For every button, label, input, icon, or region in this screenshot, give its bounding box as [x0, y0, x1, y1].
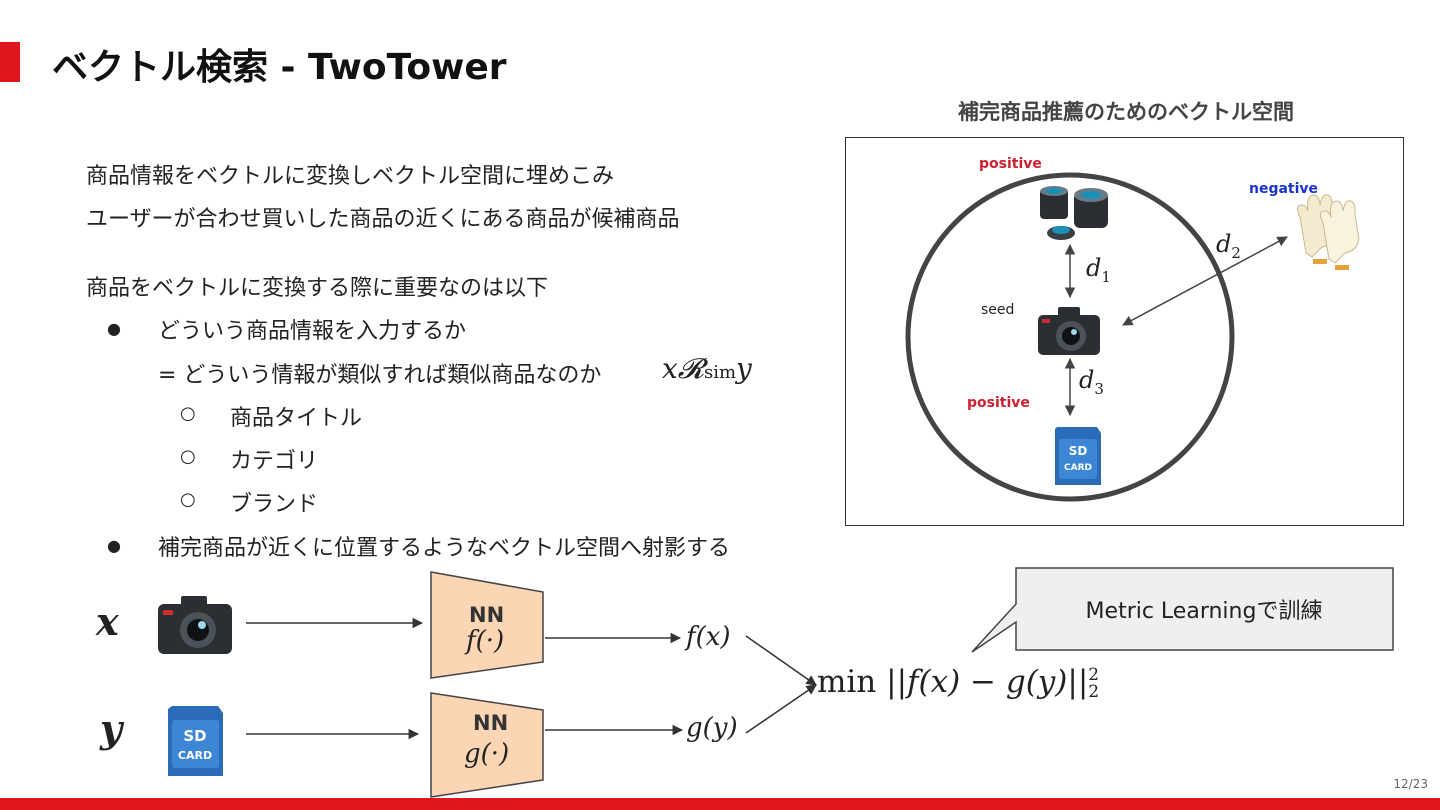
bullet-marker: ●: [107, 536, 121, 555]
sub-bullet-marker: ○: [180, 403, 196, 424]
sd-card-icon: SD CARD: [1055, 427, 1101, 485]
distance-d1: d1: [1086, 254, 1111, 286]
bullet-marker: ●: [107, 319, 121, 338]
footer-accent-bar: [0, 798, 1440, 810]
page-number: 12/23: [1393, 777, 1428, 791]
sub-bullet-marker: ○: [180, 446, 196, 467]
formula-sim: sim: [704, 362, 736, 383]
d3-symbol: d: [1079, 366, 1094, 394]
bullet-1-text: どういう商品情報を入力するか: [158, 313, 466, 345]
slide-title: ベクトル検索 - TwoTower: [52, 38, 507, 90]
x-symbol: x: [96, 599, 119, 644]
formula-x: x: [662, 352, 678, 385]
distance-d2: d2: [1216, 230, 1241, 262]
panel-title: 補完商品推薦のためのベクトル空間: [846, 96, 1406, 126]
camera-lenses-icon: [1040, 186, 1108, 240]
embedding-fx: f(x): [686, 622, 731, 652]
formula-r: 𝓡: [678, 352, 704, 385]
camera-icon: [158, 596, 232, 654]
y-symbol: y: [100, 706, 122, 751]
objective-sub: 2: [1088, 684, 1099, 701]
positive-label-top: positive: [979, 156, 1042, 172]
objective-sup: 2: [1088, 667, 1099, 684]
converge-arrow-g: [746, 685, 816, 733]
nn-bottom-label: NN: [473, 711, 508, 735]
sub-item-brand: ブランド: [230, 486, 318, 518]
intro-line-1: 商品情報をベクトルに変換しベクトル空間に埋めこみ: [86, 158, 614, 190]
converge-arrow-f: [746, 636, 816, 685]
objective-norm: ||f(x) − g(y)||: [886, 664, 1088, 700]
d1-symbol: d: [1086, 254, 1101, 282]
negative-label: negative: [1249, 181, 1318, 197]
sub-item-title: 商品タイトル: [230, 400, 362, 432]
sub-item-category: カテゴリ: [230, 443, 318, 475]
embedding-gy: g(y): [686, 713, 738, 743]
nn-top-label: NN: [469, 603, 504, 627]
formula-y: y: [736, 352, 752, 385]
d1-subscript: 1: [1101, 268, 1111, 286]
callout-text: Metric Learningで訓練: [1018, 593, 1390, 625]
intro-line-3: 商品をベクトルに変換する際に重要なのは以下: [86, 270, 548, 302]
nn-bottom-function: g(·): [464, 739, 509, 769]
bullet-1-subtext: = どういう情報が類似すれば類似商品なのか: [158, 357, 601, 389]
d3-subscript: 3: [1094, 380, 1104, 398]
work-gloves-icon: [1297, 195, 1359, 270]
d2-subscript: 2: [1231, 244, 1241, 262]
bullet-2-text: 補完商品が近くに位置するようなベクトル空間へ射影する: [158, 530, 730, 562]
objective-min: min: [817, 664, 876, 700]
title-accent-bar: [0, 42, 20, 82]
sd-card-label-bottom: CARD: [178, 749, 212, 762]
distance-d3: d3: [1079, 366, 1104, 398]
sub-bullet-marker: ○: [180, 489, 196, 510]
input-y-label: y: [100, 706, 122, 751]
similarity-relation-formula: x𝓡simy: [662, 352, 752, 386]
positive-label-bottom: positive: [967, 395, 1030, 411]
vector-space-diagram: SD CARD: [845, 137, 1404, 526]
seed-label: seed: [981, 302, 1014, 318]
d2-symbol: d: [1216, 230, 1231, 258]
sd-card-label-bottom: CARD: [1064, 463, 1092, 473]
intro-line-2: ユーザーが合わせ買いした商品の近くにある商品が候補商品: [86, 201, 680, 233]
nn-top-function: f(·): [466, 626, 504, 656]
sd-card-icon: SD CARD: [168, 706, 223, 776]
sd-card-label-top: SD: [183, 727, 206, 745]
sd-card-label-top: SD: [1069, 444, 1088, 458]
camera-icon: [1038, 307, 1100, 355]
input-x-label: x: [96, 599, 119, 644]
